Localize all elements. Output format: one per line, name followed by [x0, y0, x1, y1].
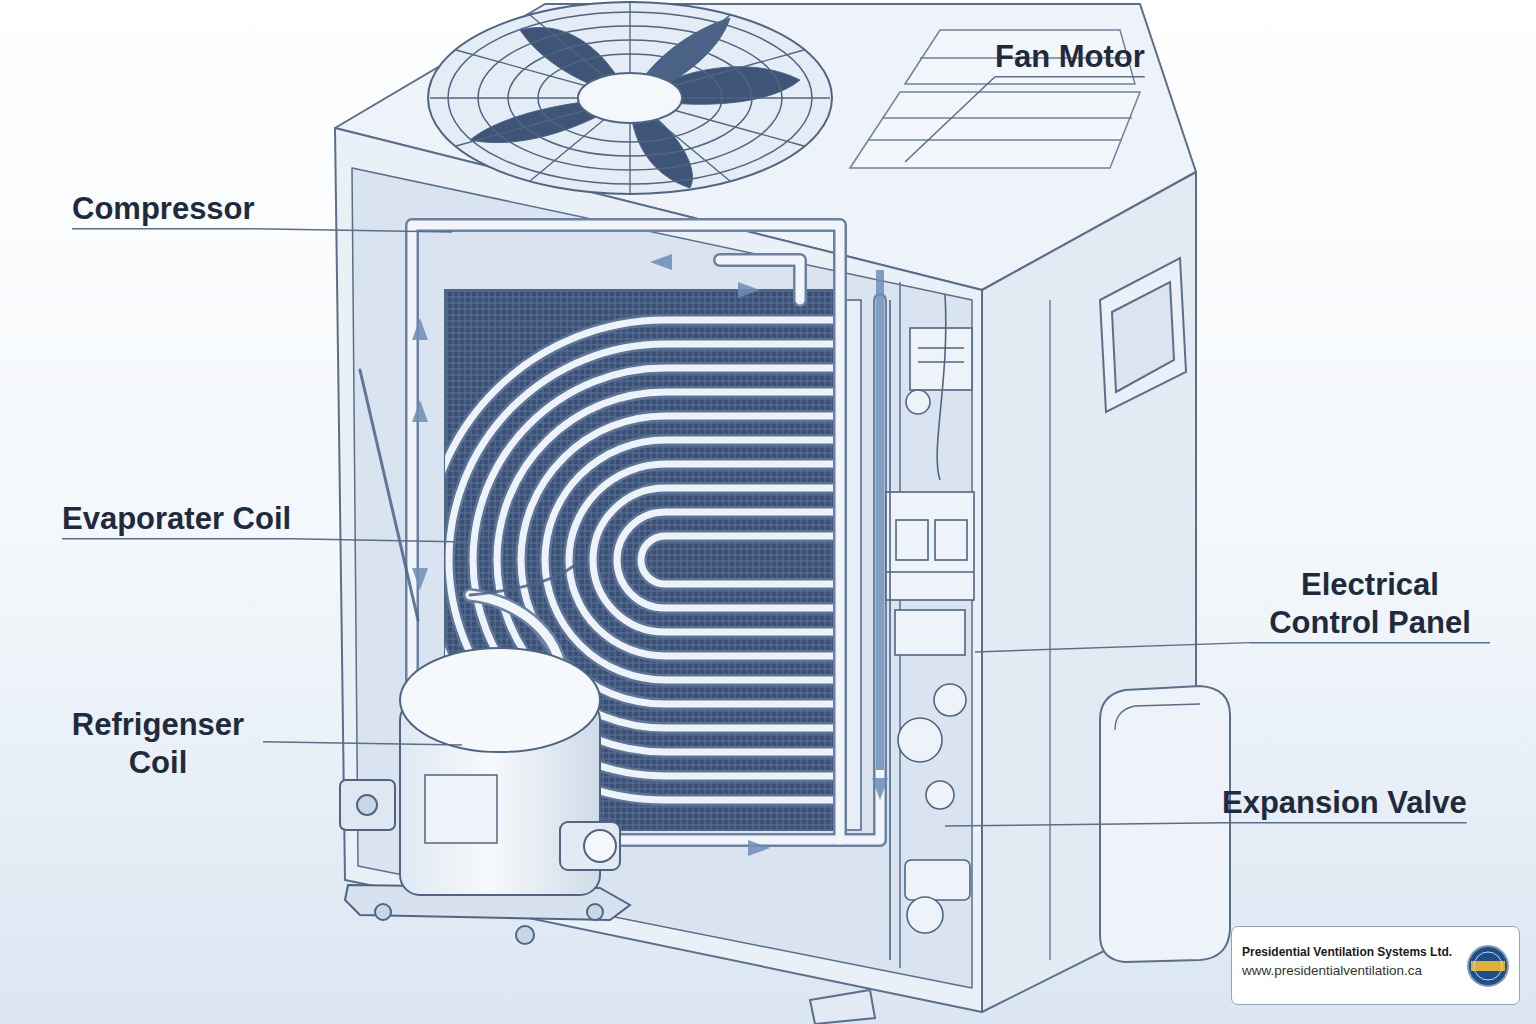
leader-line	[255, 229, 452, 232]
leader-line	[62, 538, 291, 540]
leader-line	[995, 76, 1145, 78]
part-label: Refrigenser Coil	[58, 706, 258, 782]
leader-line	[905, 77, 995, 162]
leader-line	[291, 539, 468, 542]
housing	[335, 4, 1196, 1012]
part-label: Fan Motor	[995, 38, 1145, 76]
company-name: Presidential Ventilation Systems Ltd.	[1242, 943, 1455, 961]
part-label: Electrical Control Panel	[1250, 566, 1490, 642]
leader-line	[945, 823, 1222, 826]
leader-line	[1222, 822, 1467, 824]
part-label: Expansion Valve	[1222, 784, 1467, 822]
leader-line	[975, 643, 1250, 652]
part-label: Compressor	[72, 190, 255, 228]
part-label: Evaporater Coil	[62, 500, 291, 538]
leader-lines	[62, 77, 1490, 826]
fan	[428, 2, 832, 194]
leader-line	[1250, 642, 1490, 644]
leader-line	[72, 228, 255, 230]
leader-line	[263, 742, 462, 745]
company-logo	[1466, 944, 1510, 988]
control-components	[886, 295, 974, 960]
compressor	[340, 648, 630, 944]
company-url: www.presidentialventilation.ca	[1242, 961, 1455, 981]
side-details	[810, 258, 1230, 1024]
